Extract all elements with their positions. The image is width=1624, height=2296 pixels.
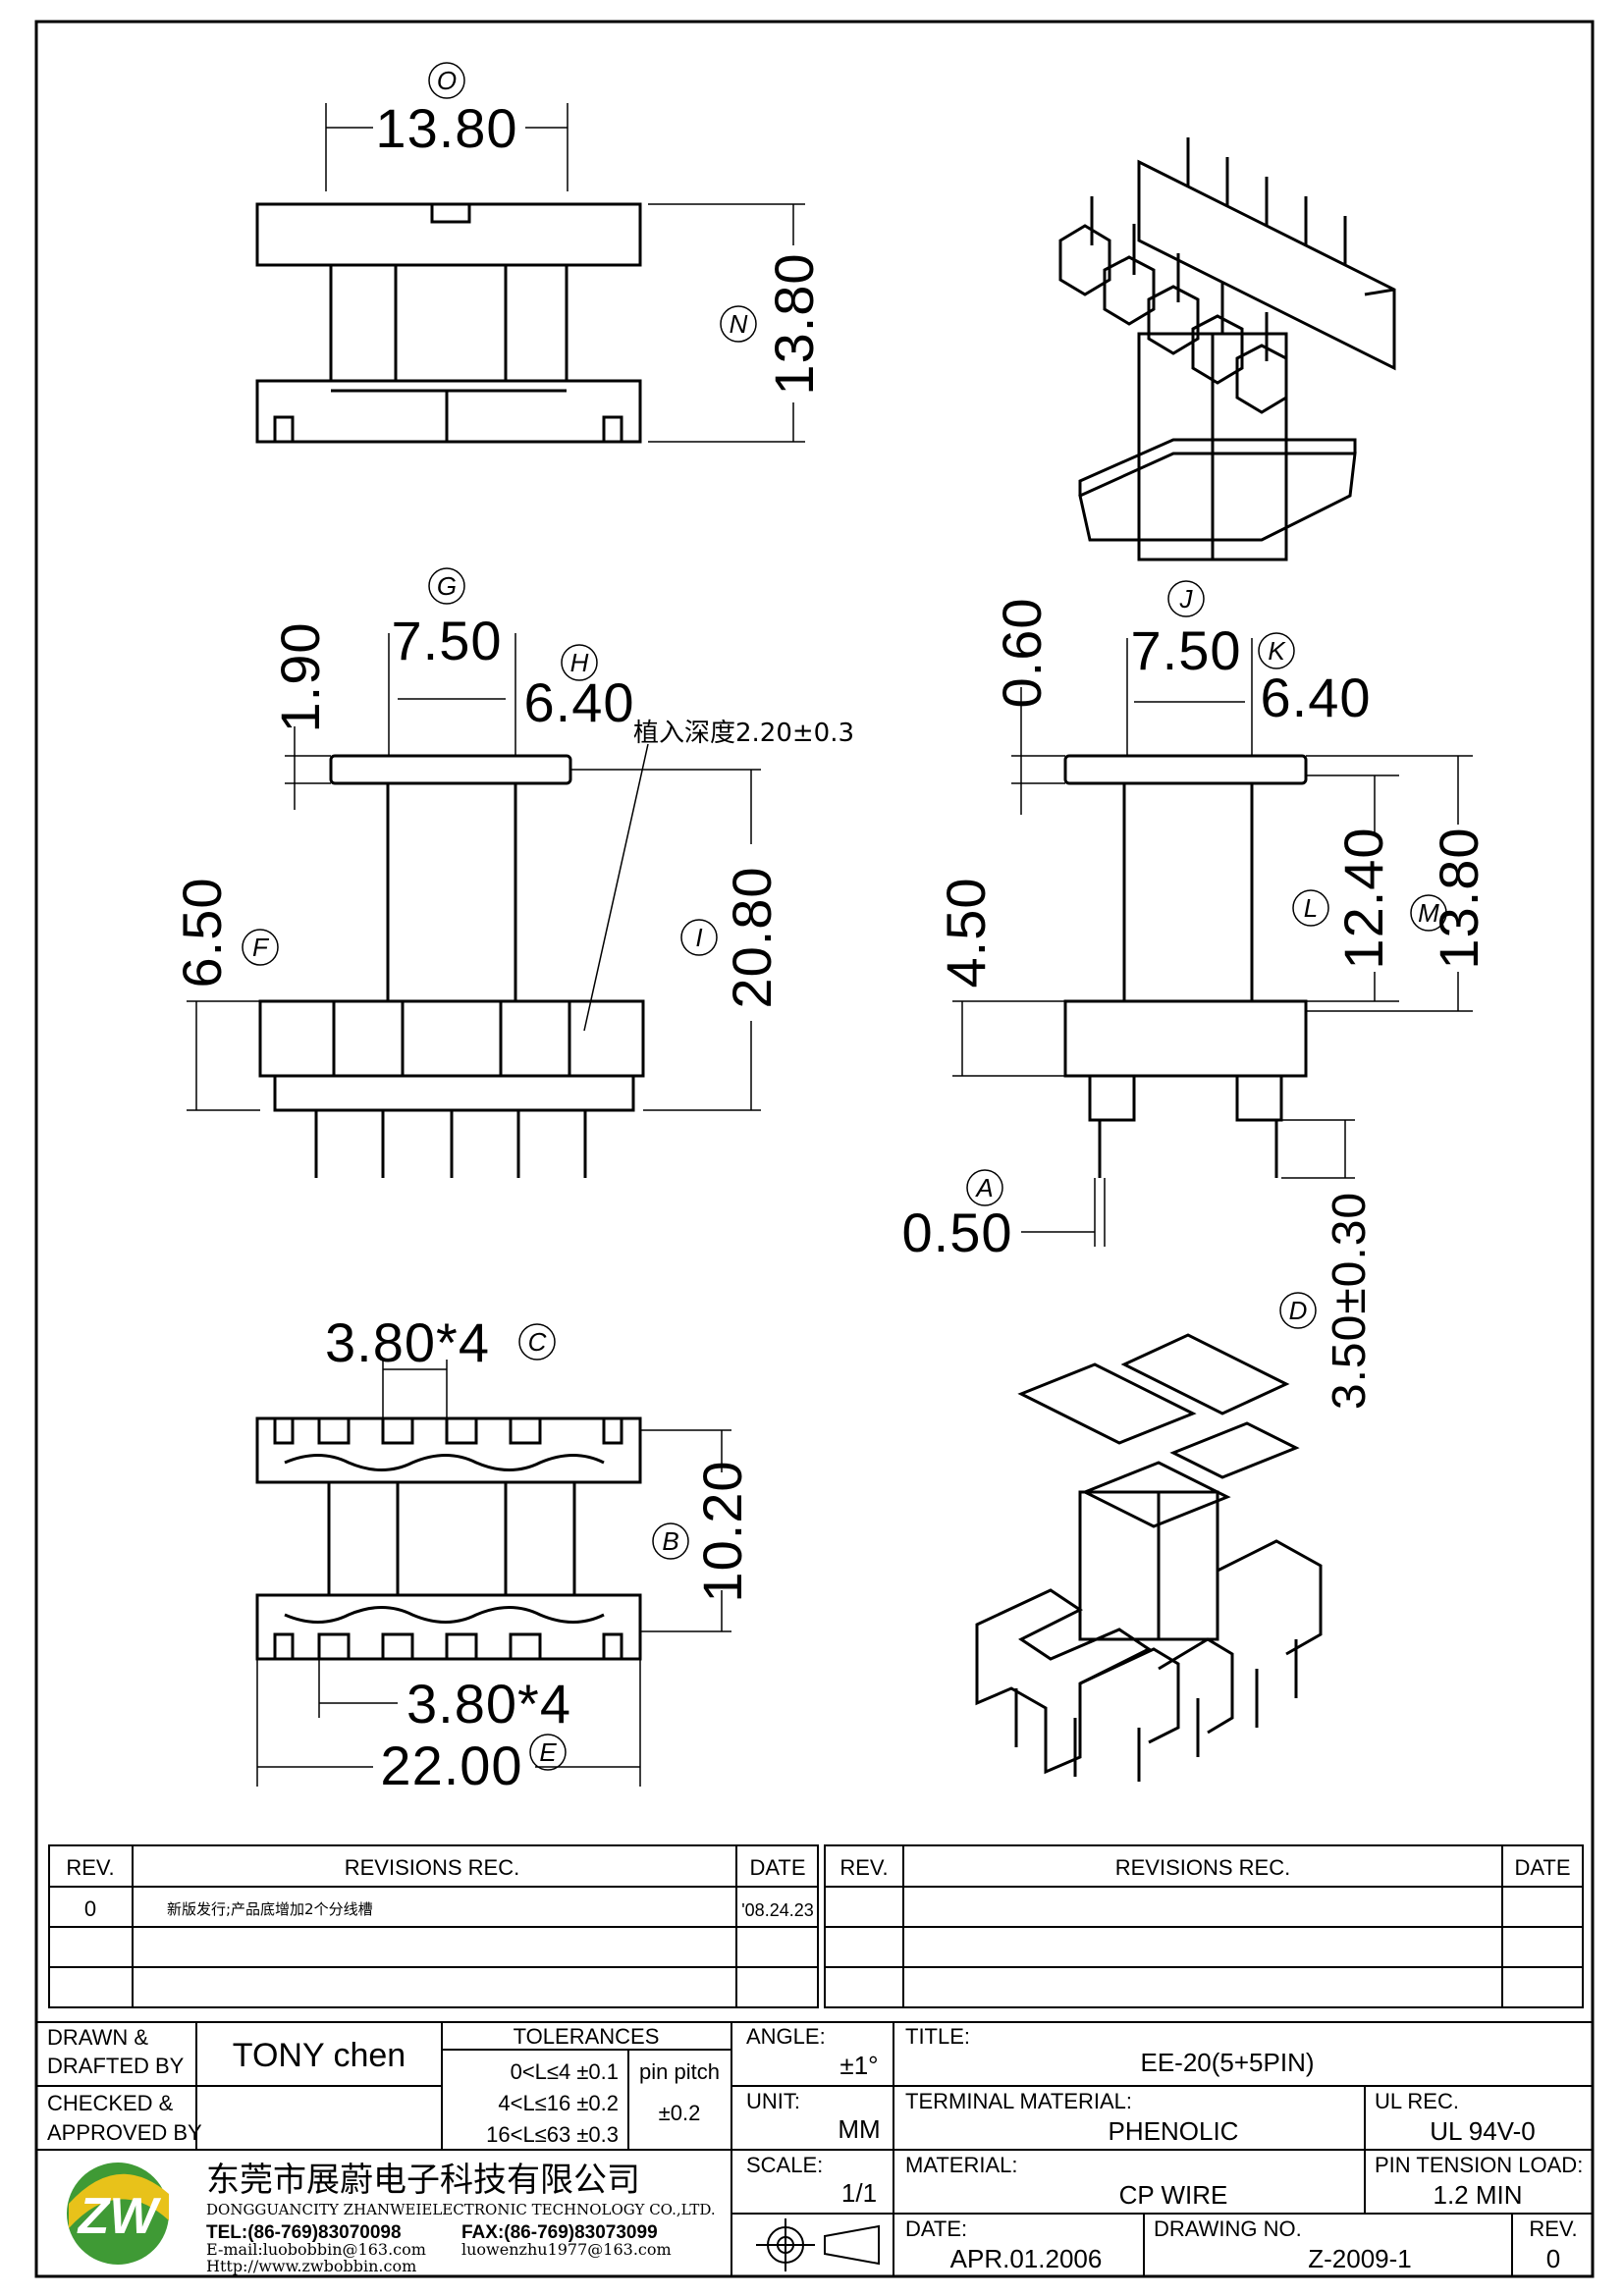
date-header-left: DATE: [749, 1855, 805, 1880]
logo-text: ZW: [77, 2188, 162, 2245]
title-label: TITLE:: [905, 2024, 970, 2049]
tag-m: M: [1418, 898, 1439, 928]
rev-value: 0: [1546, 2244, 1560, 2273]
company-tel: TEL:(86-769)83070098: [206, 2222, 402, 2243]
top-view: [255, 62, 805, 444]
dim-e: 22.00: [380, 1735, 522, 1796]
tol-row-2: 4<L≤16 ±0.2: [498, 2091, 619, 2115]
tag-d: D: [1289, 1296, 1308, 1325]
tag-k: K: [1268, 636, 1286, 666]
material-label: MATERIAL:: [905, 2153, 1018, 2177]
rev-header-right: REV.: [839, 1855, 888, 1880]
company-en: DONGGUANCITY ZHANWEIELECTRONIC TECHNOLOG…: [206, 2201, 716, 2218]
date-label: DATE:: [905, 2216, 967, 2241]
dim-flange: 1.90: [269, 622, 331, 733]
rev-header-left: REV.: [66, 1855, 114, 1880]
company-logo: ZW: [67, 2163, 169, 2265]
terminal-value: PHENOLIC: [1109, 2116, 1239, 2146]
dim-h: 6.40: [524, 671, 635, 733]
drawing-label: DRAWING NO.: [1154, 2216, 1302, 2241]
checked-label-1: CHECKED &: [47, 2091, 174, 2115]
tag-n: N: [730, 309, 748, 339]
dim-g: 7.50: [392, 610, 503, 671]
ul-value: UL 94V-0: [1430, 2116, 1535, 2146]
rec-header-left: REVISIONS REC.: [345, 1855, 519, 1880]
unit-label: UNIT:: [746, 2089, 800, 2113]
revisions-table: [48, 1844, 1584, 2008]
tag-h: H: [570, 648, 589, 677]
tension-label: PIN TENSION LOAD:: [1375, 2153, 1583, 2177]
scale-label: SCALE:: [746, 2153, 823, 2177]
checked-label-2: APPROVED BY: [47, 2120, 202, 2145]
tension-value: 1.2 MIN: [1433, 2180, 1522, 2210]
dim-pitch: 3.80*4: [406, 1673, 571, 1735]
dim-c: 3.80*4: [325, 1311, 490, 1373]
unit-value: MM: [838, 2114, 880, 2144]
tag-b: B: [662, 1526, 678, 1556]
tag-l: L: [1304, 893, 1318, 923]
dim-b: 10.20: [691, 1460, 753, 1602]
dim-f: 6.50: [171, 878, 233, 988]
tag-o: O: [437, 66, 457, 95]
tag-j: J: [1179, 584, 1194, 614]
rev-row-0-date: '08.24.23: [741, 1900, 814, 1920]
pin-pitch-label: pin pitch: [639, 2059, 720, 2084]
date-header-right: DATE: [1514, 1855, 1570, 1880]
ul-label: UL REC.: [1375, 2089, 1459, 2113]
rev-row-0-rev: 0: [84, 1896, 96, 1921]
drawn-label-1: DRAWN &: [47, 2025, 148, 2050]
pin-pitch-value: ±0.2: [659, 2101, 701, 2125]
tag-c: C: [528, 1327, 547, 1357]
rev-row-0-rec: 新版发行;产品底增加2个分线槽: [167, 1900, 373, 1918]
isometric-view-top: [1058, 137, 1396, 561]
company-email2: luowenzhu1977@163.com: [461, 2240, 672, 2259]
rev-label: REV.: [1529, 2216, 1577, 2241]
dim-top-height: 13.80: [763, 252, 825, 395]
dim-i: 20.80: [721, 866, 783, 1008]
rec-header-right: REVISIONS REC.: [1115, 1855, 1290, 1880]
dim-l: 12.40: [1332, 827, 1394, 969]
angle-label: ANGLE:: [746, 2024, 826, 2049]
dim-d: 3.50±0.30: [1324, 1192, 1376, 1410]
scale-value: 1/1: [841, 2178, 877, 2208]
side-view: [952, 580, 1473, 1329]
depth-note: 植入深度2.20±0.3: [633, 719, 854, 748]
drawing-value: Z-2009-1: [1308, 2244, 1412, 2273]
bottom-view: [255, 1323, 731, 1787]
angle-value: ±1°: [839, 2051, 878, 2080]
projection-symbol: [756, 2218, 880, 2271]
company-email1: E-mail:luobobbin@163.com: [206, 2240, 426, 2259]
dim-a: 0.50: [902, 1201, 1013, 1263]
company-cn: 东莞市展蔚电子科技有限公司: [206, 2161, 640, 2200]
tag-i: I: [695, 923, 702, 952]
terminal-label: TERMINAL MATERIAL:: [905, 2089, 1132, 2113]
isometric-view-bottom: [975, 1333, 1323, 1782]
tol-row-3: 16<L≤63 ±0.3: [486, 2122, 619, 2147]
title-block: [35, 2021, 1594, 2277]
dim-side-top: 0.60: [991, 598, 1053, 709]
tag-a: A: [974, 1173, 993, 1202]
company-fax: FAX:(86-769)83073099: [461, 2222, 658, 2243]
dim-base: 4.50: [935, 878, 997, 988]
tolerances-title: TOLERANCES: [514, 2024, 660, 2049]
front-view: [187, 567, 761, 1178]
material-value: CP WIRE: [1119, 2180, 1228, 2210]
title-value: EE-20(5+5PIN): [1140, 2048, 1314, 2077]
dim-m: 13.80: [1428, 827, 1489, 969]
tol-row-1: 0<L≤4 ±0.1: [511, 2059, 619, 2084]
drawn-label-2: DRAFTED BY: [47, 2054, 185, 2078]
tag-f: F: [252, 933, 270, 962]
dim-j: 7.50: [1131, 619, 1242, 681]
tag-g: G: [437, 571, 457, 601]
dim-k: 6.40: [1261, 667, 1372, 728]
date-value: APR.01.2006: [950, 2244, 1103, 2273]
drawn-value: TONY chen: [233, 2037, 406, 2074]
tag-e: E: [539, 1737, 557, 1767]
dim-top-width: 13.80: [375, 97, 517, 159]
company-web: Http://www.zwbobbin.com: [206, 2257, 416, 2275]
